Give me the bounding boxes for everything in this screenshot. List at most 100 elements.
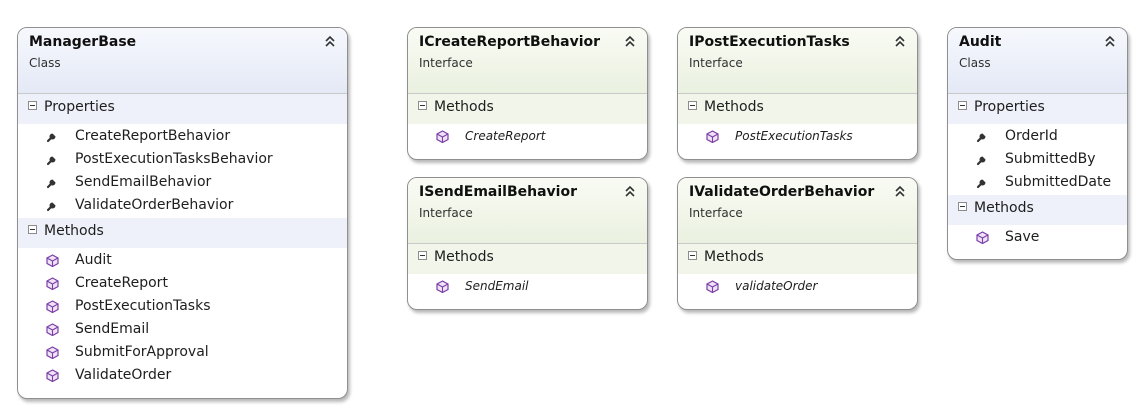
box-title: ManagerBase	[29, 34, 137, 50]
cube-icon	[436, 130, 449, 143]
section-methods[interactable]: Methods	[678, 94, 917, 124]
minus-box-icon[interactable]	[688, 251, 697, 260]
box-kind: Class	[29, 56, 61, 70]
double-chevron-up-icon[interactable]	[893, 34, 907, 48]
method-item[interactable]: Audit	[18, 250, 347, 273]
box-header[interactable]: ICreateReportBehavior Interface	[408, 28, 647, 94]
member-list: OrderId SubmittedBy SubmittedDate	[948, 124, 1127, 201]
minus-box-icon[interactable]	[958, 101, 967, 110]
method-label: PostExecutionTasks	[75, 298, 211, 314]
property-item[interactable]: CreateReportBehavior	[18, 126, 347, 149]
method-label: validateOrder	[735, 279, 818, 293]
section-methods[interactable]: Methods	[678, 244, 917, 274]
minus-box-icon[interactable]	[418, 101, 427, 110]
method-item[interactable]: SendEmail	[408, 276, 647, 299]
property-label: OrderId	[1005, 128, 1058, 144]
box-header[interactable]: ManagerBase Class	[18, 28, 347, 94]
member-list: PostExecutionTasks	[678, 124, 917, 155]
property-item[interactable]: SendEmailBehavior	[18, 172, 347, 195]
double-chevron-up-icon[interactable]	[623, 184, 637, 198]
cube-icon	[46, 254, 59, 267]
method-item[interactable]: CreateReport	[18, 273, 347, 296]
class-box-managerbase[interactable]: ManagerBase Class Properties CreateRepor…	[17, 27, 348, 399]
cube-icon	[46, 369, 59, 382]
interface-box-ipostexecutiontasks[interactable]: IPostExecutionTasks Interface Methods Po…	[677, 27, 918, 160]
wrench-icon	[976, 156, 986, 166]
member-list: validateOrder	[678, 274, 917, 305]
property-item[interactable]: SubmittedBy	[948, 149, 1127, 172]
minus-box-icon[interactable]	[28, 225, 37, 234]
property-item[interactable]: ValidateOrderBehavior	[18, 195, 347, 218]
member-list: CreateReportBehavior PostExecutionTasksB…	[18, 124, 347, 224]
box-kind: Interface	[419, 206, 473, 220]
property-item[interactable]: SubmittedDate	[948, 172, 1127, 195]
box-header[interactable]: IPostExecutionTasks Interface	[678, 28, 917, 94]
box-title: ICreateReportBehavior	[419, 34, 601, 50]
section-label: Properties	[974, 99, 1045, 115]
property-item[interactable]: PostExecutionTasksBehavior	[18, 149, 347, 172]
method-item[interactable]: SendEmail	[18, 319, 347, 342]
box-title: ISendEmailBehavior	[419, 184, 577, 200]
member-list: CreateReport	[408, 124, 647, 155]
wrench-icon	[46, 202, 56, 212]
section-methods[interactable]: Methods	[948, 195, 1127, 225]
section-label: Methods	[434, 99, 494, 115]
method-item[interactable]: Save	[948, 227, 1127, 250]
box-title: IPostExecutionTasks	[689, 34, 850, 50]
property-label: SendEmailBehavior	[75, 174, 212, 190]
section-label: Methods	[704, 99, 764, 115]
box-header[interactable]: ISendEmailBehavior Interface	[408, 178, 647, 244]
section-properties[interactable]: Properties	[948, 94, 1127, 124]
cube-icon	[706, 280, 719, 293]
section-label: Properties	[44, 99, 115, 115]
method-label: PostExecutionTasks	[735, 129, 853, 143]
double-chevron-up-icon[interactable]	[1103, 34, 1117, 48]
double-chevron-up-icon[interactable]	[623, 34, 637, 48]
property-label: ValidateOrderBehavior	[75, 197, 234, 213]
property-item[interactable]: OrderId	[948, 126, 1127, 149]
box-header[interactable]: IValidateOrderBehavior Interface	[678, 178, 917, 244]
wrench-icon	[976, 133, 986, 143]
cube-icon	[436, 280, 449, 293]
section-methods[interactable]: Methods	[408, 244, 647, 274]
box-kind: Interface	[419, 56, 473, 70]
cube-icon	[976, 231, 989, 244]
minus-box-icon[interactable]	[28, 101, 37, 110]
minus-box-icon[interactable]	[688, 101, 697, 110]
box-kind: Class	[959, 56, 991, 70]
cube-icon	[46, 323, 59, 336]
box-kind: Interface	[689, 206, 743, 220]
method-label: CreateReport	[75, 275, 168, 291]
section-properties[interactable]: Properties	[18, 94, 347, 124]
method-item[interactable]: PostExecutionTasks	[678, 126, 917, 149]
minus-box-icon[interactable]	[418, 251, 427, 260]
interface-box-icreatereportbehavior[interactable]: ICreateReportBehavior Interface Methods …	[407, 27, 648, 160]
box-title: Audit	[959, 34, 1002, 50]
class-box-audit[interactable]: Audit Class Properties OrderId Submitted…	[947, 27, 1128, 260]
method-label: Save	[1005, 229, 1040, 245]
box-header[interactable]: Audit Class	[948, 28, 1127, 94]
wrench-icon	[46, 156, 56, 166]
section-methods[interactable]: Methods	[18, 218, 347, 248]
method-item[interactable]: SubmitForApproval	[18, 342, 347, 365]
interface-box-isendemailbehavior[interactable]: ISendEmailBehavior Interface Methods Sen…	[407, 177, 648, 310]
method-label: SendEmail	[75, 321, 150, 337]
wrench-icon	[976, 179, 986, 189]
property-label: PostExecutionTasksBehavior	[75, 151, 273, 167]
section-methods[interactable]: Methods	[408, 94, 647, 124]
method-label: ValidateOrder	[75, 367, 172, 383]
member-list: Save	[948, 225, 1127, 256]
double-chevron-up-icon[interactable]	[893, 184, 907, 198]
interface-box-ivalidateorderbehavior[interactable]: IValidateOrderBehavior Interface Methods…	[677, 177, 918, 310]
method-label: Audit	[75, 252, 112, 268]
method-item[interactable]: PostExecutionTasks	[18, 296, 347, 319]
double-chevron-up-icon[interactable]	[323, 34, 337, 48]
member-list: SendEmail	[408, 274, 647, 305]
method-item[interactable]: ValidateOrder	[18, 365, 347, 388]
cube-icon	[46, 346, 59, 359]
method-label: SubmitForApproval	[75, 344, 209, 360]
method-item[interactable]: validateOrder	[678, 276, 917, 299]
method-item[interactable]: CreateReport	[408, 126, 647, 149]
cube-icon	[706, 130, 719, 143]
minus-box-icon[interactable]	[958, 202, 967, 211]
